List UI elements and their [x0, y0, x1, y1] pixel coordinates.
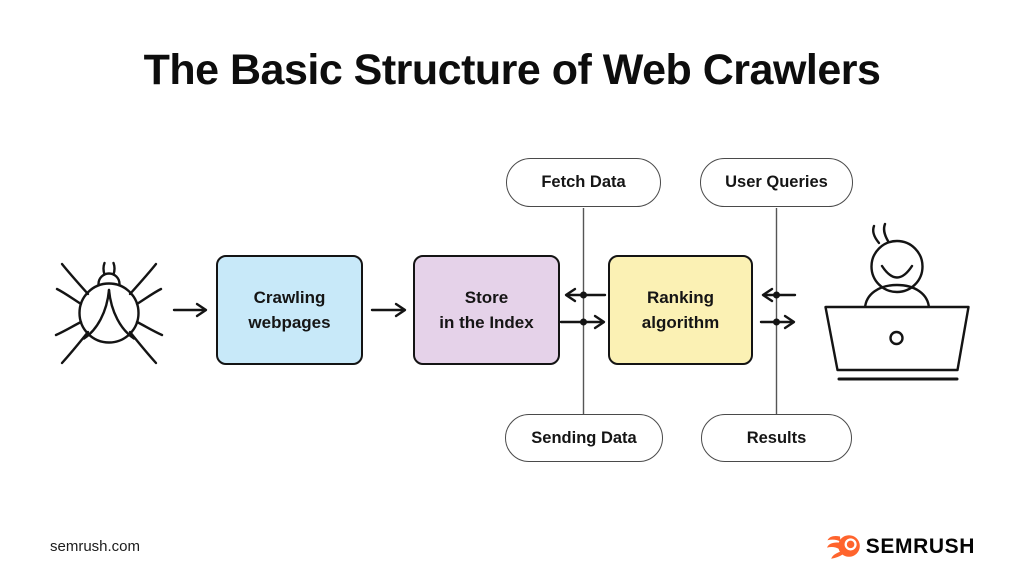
user-shoulders	[863, 283, 931, 310]
pill-sending-data: Sending Data	[505, 414, 663, 462]
user-smile	[880, 264, 914, 279]
junction-dot-sending	[580, 318, 587, 326]
arrow-spider-to-crawling	[172, 302, 208, 318]
laptop-logo-dot	[889, 330, 904, 346]
hair-strand	[882, 222, 890, 243]
pill-label: Fetch Data	[541, 173, 626, 191]
website-url: semrush.com	[50, 538, 141, 555]
pill-fetch-data: Fetch Data	[506, 158, 661, 207]
pill-label: Sending Data	[531, 428, 637, 447]
node-store-in-the-index: Store in the Index	[413, 255, 560, 365]
junction-dot-results	[773, 318, 780, 326]
node-crawling-webpages: Crawling webpages	[216, 255, 363, 365]
arrow-crawling-to-store	[370, 302, 407, 318]
pill-user-queries: User Queries	[700, 158, 853, 207]
node-label: Crawling webpages	[248, 287, 331, 333]
spider-icon	[54, 261, 164, 365]
semrush-flame-icon	[826, 535, 860, 559]
user-head	[870, 239, 924, 294]
pill-label: User Queries	[725, 173, 828, 191]
pill-results: Results	[701, 414, 852, 462]
junction-dot-queries	[773, 291, 780, 299]
hair-strand	[872, 224, 881, 245]
pill-label: Results	[746, 428, 807, 447]
node-label: Store in the Index	[439, 287, 534, 333]
semrush-logo: SEMRUSH	[826, 533, 975, 561]
junction-dot-fetch	[580, 291, 587, 299]
node-label: Ranking algorithm	[641, 287, 720, 333]
user-at-laptop-icon	[824, 222, 970, 381]
brand-wordmark: SEMRUSH	[865, 535, 975, 558]
page-title: The Basic Structure of Web Crawlers	[143, 46, 881, 94]
node-ranking-algorithm: Ranking algorithm	[608, 255, 753, 365]
